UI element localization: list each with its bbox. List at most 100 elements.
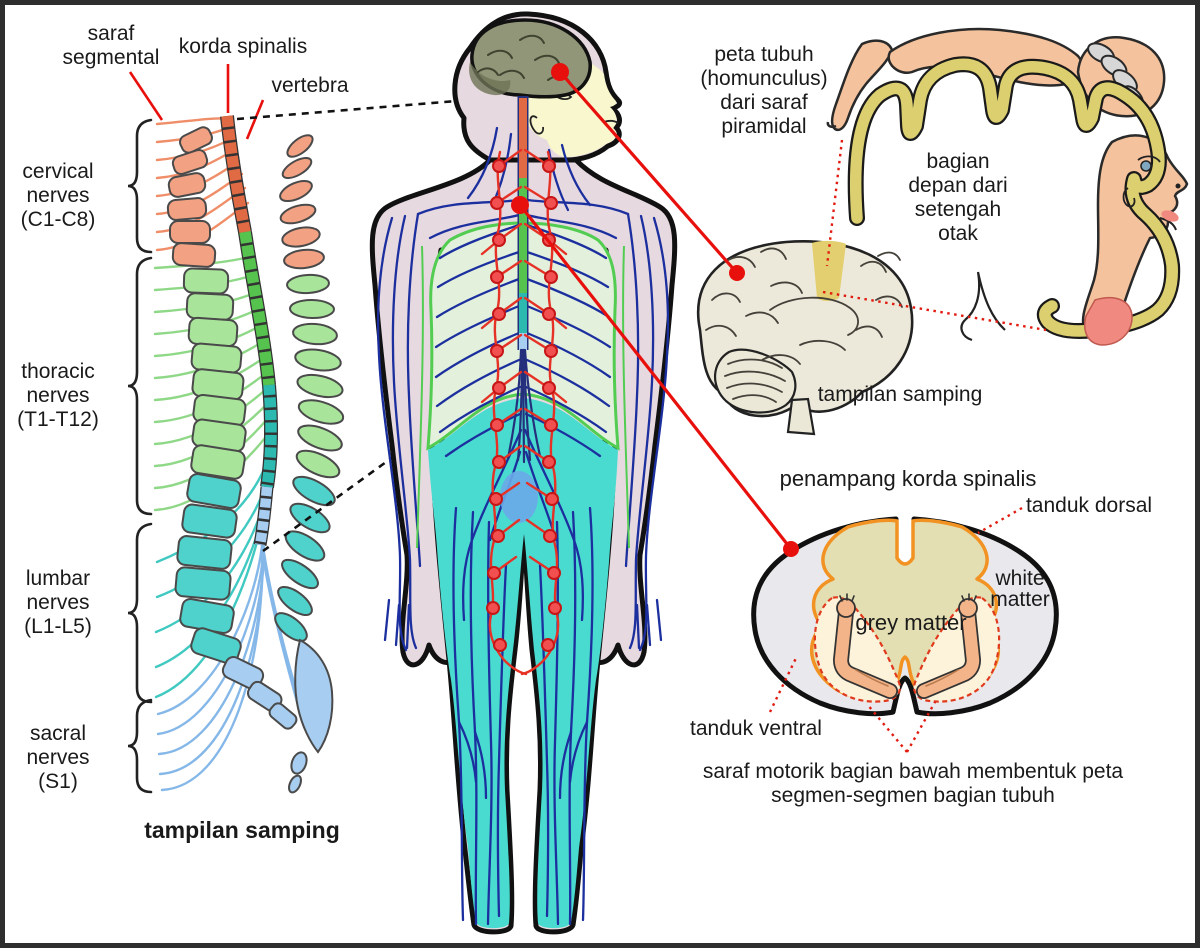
- cord-thoracic-segment: [239, 231, 275, 386]
- motor-cortex-band: [847, 56, 1181, 339]
- label-lumbar-nerves: lumbar nerves (L1-L5): [24, 567, 92, 638]
- homunculus-eye: [1140, 160, 1152, 172]
- label-grey-matter: grey matter: [855, 610, 966, 635]
- label-tanduk-dorsal: tanduk dorsal: [1026, 494, 1152, 517]
- hemisphere-label-2: depan dari: [908, 174, 1007, 197]
- ventral-horn-right: [913, 596, 1001, 703]
- cross-section-footnote-1: saraf motorik bagian bawah membentuk pet…: [703, 760, 1124, 783]
- label-thoracic-nerves: thoracic nerves (T1-T12): [17, 360, 99, 431]
- horn-fingers-right: [961, 593, 977, 602]
- cerebellum-folia: [724, 358, 786, 403]
- cortex-sulci-squiggles: [705, 247, 903, 365]
- dotted-leader-cortex-to-tongue: [822, 290, 1047, 332]
- horn-fingers-left: [839, 593, 855, 602]
- homunculus-ear: [1122, 187, 1136, 208]
- thoracic-line3: (T1-T12): [17, 408, 99, 431]
- homunculus-label-2: (homunculus): [700, 67, 827, 90]
- label-korda-spinalis: korda spinalis: [179, 35, 307, 58]
- caption-brain-side-view: tampilan samping: [818, 383, 983, 406]
- horn-hand-left: [836, 598, 856, 618]
- cervical-line3: (C1-C8): [21, 208, 96, 231]
- cord-sacral-segment: [254, 486, 273, 546]
- homunculus-brow: [1137, 155, 1161, 163]
- cervical-line1: cervical: [22, 160, 93, 183]
- label-sacral-nerves: sacral nerves (S1): [26, 722, 89, 793]
- cord-cross-section-panel: penampang korda spinalis tanduk dorsal w…: [690, 466, 1152, 807]
- homunculus-label-3: dari saraf: [720, 91, 808, 114]
- label-saraf-segmental: saraf: [88, 22, 135, 45]
- cord-lumbar-segment: [261, 384, 277, 488]
- homunculus-nostril: [1175, 183, 1181, 189]
- dot-cross-section: [783, 541, 799, 557]
- homunculus-tongue: [1084, 296, 1133, 346]
- brainstem: [786, 397, 816, 436]
- label-homunculus: peta tubuh (homunculus) dari saraf piram…: [700, 43, 827, 138]
- cross-section-title: penampang korda spinalis: [780, 466, 1037, 491]
- caption-spine-side-view: tampilan samping: [144, 817, 340, 843]
- arm-green-line-left: [416, 245, 424, 549]
- red-connector-lines: [518, 70, 793, 550]
- lumbar-brace: [127, 522, 153, 704]
- ventral-horn-left: [813, 596, 901, 703]
- label-hemisphere: bagian depan dari setengah otak: [908, 150, 1007, 245]
- homunculus-face: [1081, 134, 1189, 339]
- cervical-line2: nerves: [26, 184, 89, 207]
- pyramidal-tract-branch: [960, 271, 1006, 342]
- label-white-matter-2: matter: [990, 588, 1050, 611]
- leader-tanduk-dorsal: [977, 506, 1023, 535]
- dot-cord-in-body: [511, 196, 529, 214]
- pointer-leader-lines: [128, 64, 265, 140]
- sacral-line3: (S1): [38, 770, 78, 793]
- ear: [529, 115, 544, 135]
- cerebellum: [713, 348, 797, 414]
- leader-footnote-v: [866, 701, 937, 753]
- hemisphere-label-3: setengah: [915, 198, 1001, 221]
- dashed-connector-cervical: [236, 97, 482, 121]
- thoracic-vertebrae: [182, 267, 345, 480]
- cervical-vertebrae: [166, 126, 325, 270]
- sacral-line1: sacral: [30, 722, 86, 745]
- homunculus-face-details: [1084, 155, 1181, 346]
- dot-brain-side-view: [729, 265, 745, 281]
- sympathetic-ganglia: [486, 159, 562, 652]
- lumbar-line2: nerves: [26, 591, 89, 614]
- label-tanduk-ventral: tanduk ventral: [690, 717, 822, 740]
- lumbar-line1: lumbar: [26, 567, 90, 590]
- homunculus-toes: [826, 121, 837, 129]
- thoracic-brace: [127, 256, 153, 516]
- arm-green-line-right: [622, 245, 630, 549]
- spinal-cord-side-view: [220, 115, 279, 547]
- label-vertebra: vertebra: [271, 74, 348, 97]
- hemisphere-label-4: otak: [938, 222, 978, 245]
- homunculus-panel: peta tubuh (homunculus) dari saraf piram…: [700, 27, 1189, 346]
- cauda-equina: [506, 348, 542, 464]
- homunculus-mouth: [1159, 217, 1177, 231]
- dotted-leader-leg-to-cortex: [825, 139, 844, 267]
- cross-section-footnote-2: segmen-segmen bagian tubuh: [771, 784, 1055, 807]
- sacral-line2: nerves: [26, 746, 89, 769]
- sacral-vertebrae: [221, 638, 334, 794]
- thoracic-line2: nerves: [26, 384, 89, 407]
- dot-brain-in-head: [551, 63, 569, 81]
- cord-cervical-segment: [221, 115, 251, 234]
- lumbar-line3: (L1-L5): [24, 615, 92, 638]
- brain-gyri-squiggles: [477, 34, 571, 84]
- bladder-region: [500, 471, 538, 523]
- hemisphere-label-1: bagian: [926, 150, 989, 173]
- motor-cortex-highlight: [812, 240, 846, 301]
- thoracic-line1: thoracic: [21, 360, 95, 383]
- cervical-brace: [127, 118, 153, 254]
- brain-side-view: tampilan samping: [697, 240, 1006, 436]
- horn-hand-right: [958, 598, 978, 618]
- red-connector-dots: [511, 63, 799, 557]
- homunculus-label-4: piramidal: [721, 115, 806, 138]
- label-cervical-nerves: cervical nerves (C1-C8): [21, 160, 96, 231]
- homunculus-lips: [1161, 210, 1179, 222]
- human-body-figure: [369, 11, 678, 935]
- homunculus-label-1: peta tubuh: [714, 43, 813, 66]
- label-saraf-segmental-2: segmental: [63, 46, 160, 69]
- label-white-matter-1: white: [994, 567, 1044, 590]
- horn-arm-figures: [833, 593, 981, 699]
